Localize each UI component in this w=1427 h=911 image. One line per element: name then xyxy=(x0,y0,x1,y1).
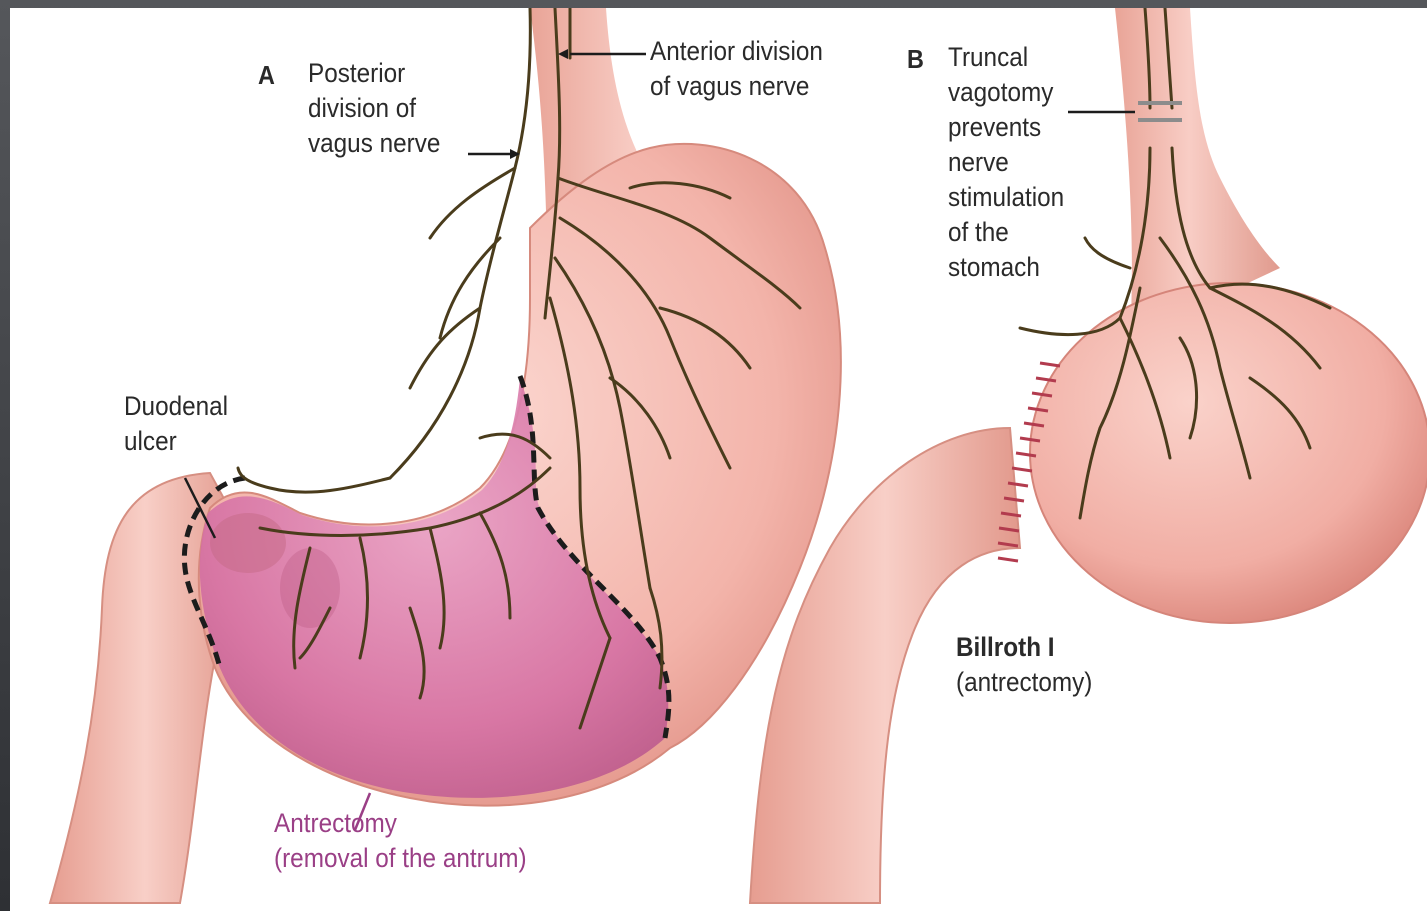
antrectomy-line-2: (removal of the antrum) xyxy=(274,841,527,876)
billroth-subtitle: (antrectomy) xyxy=(956,665,1092,700)
anterior-vagus-line-2: of vagus nerve xyxy=(650,69,823,104)
posterior-vagus-line-2: division of xyxy=(308,91,440,126)
vagotomy-line-7: stomach xyxy=(948,250,1064,285)
truncal-vagotomy-label: Truncal vagotomy prevents nerve stimulat… xyxy=(948,40,1064,285)
illustration-canvas: A Posterior division of vagus nerve Ante… xyxy=(10,8,1427,911)
duodenal-ulcer-label: Duodenal ulcer xyxy=(124,389,228,459)
vagotomy-line-4: nerve xyxy=(948,145,1064,180)
panel-b-letter: B xyxy=(907,42,924,77)
billroth-title: Billroth I xyxy=(956,630,1092,665)
antrectomy-label: Antrectomy (removal of the antrum) xyxy=(274,806,527,876)
vagotomy-line-6: of the xyxy=(948,215,1064,250)
anatomy-illustration xyxy=(10,8,1427,911)
pylorus-shadow xyxy=(280,548,340,628)
vagotomy-line-1: Truncal xyxy=(948,40,1064,75)
antrectomy-line-1: Antrectomy xyxy=(274,806,527,841)
vagotomy-line-2: vagotomy xyxy=(948,75,1064,110)
duodenal-ulcer-line-1: Duodenal xyxy=(124,389,228,424)
vagotomy-line-3: prevents xyxy=(948,110,1064,145)
billroth-label: Billroth I (antrectomy) xyxy=(956,630,1092,700)
anterior-vagus-label: Anterior division of vagus nerve xyxy=(650,34,823,104)
duodenal-ulcer-spot xyxy=(210,513,286,573)
duodenal-ulcer-line-2: ulcer xyxy=(124,424,228,459)
panel-b-drawing xyxy=(750,8,1427,903)
panel-a-letter: A xyxy=(258,58,275,93)
posterior-vagus-line-1: Posterior xyxy=(308,56,440,91)
posterior-vagus-line-3: vagus nerve xyxy=(308,126,440,161)
anterior-vagus-line-1: Anterior division xyxy=(650,34,823,69)
posterior-vagus-label: Posterior division of vagus nerve xyxy=(308,56,440,161)
vagotomy-line-5: stimulation xyxy=(948,180,1064,215)
